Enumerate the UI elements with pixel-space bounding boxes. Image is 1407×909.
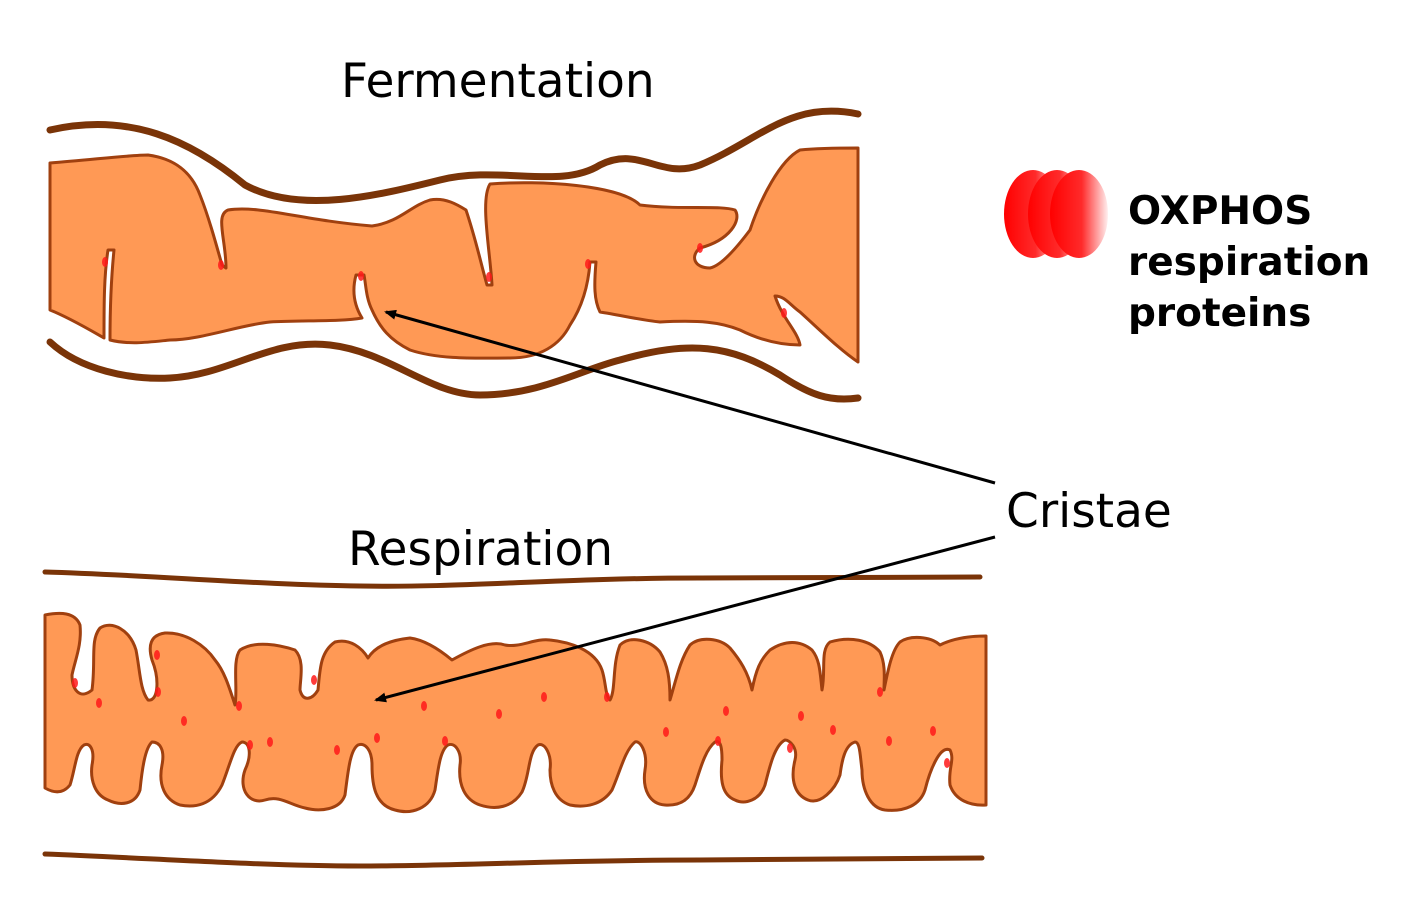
oxphos-protein bbox=[218, 260, 224, 270]
respiration-inner-membrane bbox=[43, 611, 988, 814]
oxphos-protein bbox=[72, 678, 78, 688]
oxphos-protein bbox=[930, 726, 936, 736]
cristae-label: Cristae bbox=[1006, 484, 1172, 539]
oxphos-protein bbox=[715, 736, 721, 746]
oxphos-protein bbox=[781, 308, 787, 318]
oxphos-protein bbox=[830, 725, 836, 735]
cristae-arrow-bottom bbox=[374, 535, 996, 703]
oxphos-protein bbox=[663, 727, 669, 737]
oxphos-protein bbox=[96, 698, 102, 708]
oxphos-protein bbox=[442, 736, 448, 746]
oxphos-protein bbox=[486, 272, 492, 282]
oxphos-protein bbox=[585, 259, 591, 269]
legend-line-2: respiration bbox=[1128, 240, 1371, 285]
oxphos-protein bbox=[886, 736, 892, 746]
oxphos-protein bbox=[877, 687, 883, 697]
respiration-oxphos-proteins bbox=[72, 650, 950, 768]
oxphos-protein bbox=[181, 716, 187, 726]
oxphos-protein bbox=[604, 692, 610, 702]
oxphos-protein bbox=[236, 701, 242, 711]
respiration-label: Respiration bbox=[348, 522, 613, 577]
oxphos-protein bbox=[154, 650, 160, 660]
oxphos-protein bbox=[311, 675, 317, 685]
fermentation-label: Fermentation bbox=[341, 54, 655, 109]
fermentation-outer-membrane-top bbox=[46, 107, 862, 205]
respiration-outer-membrane-bottom bbox=[42, 851, 985, 869]
oxphos-protein bbox=[247, 740, 253, 750]
oxphos-protein bbox=[358, 271, 364, 281]
oxphos-protein bbox=[496, 709, 502, 719]
fermentation-mitochondrion bbox=[46, 107, 862, 403]
oxphos-protein bbox=[798, 711, 804, 721]
oxphos-protein bbox=[267, 737, 273, 747]
oxphos-protein bbox=[334, 745, 340, 755]
cristae-arrow-top bbox=[384, 309, 996, 485]
fermentation-inner-membrane bbox=[48, 146, 860, 364]
oxphos-protein bbox=[787, 743, 793, 753]
oxphos-protein bbox=[944, 758, 950, 768]
oxphos-protein bbox=[155, 687, 161, 697]
fermentation-outer-membrane-bottom bbox=[46, 338, 862, 403]
legend-line-3: proteins bbox=[1128, 291, 1312, 336]
cristae-arrows bbox=[374, 309, 996, 703]
oxphos-protein bbox=[723, 706, 729, 716]
oxphos-protein bbox=[541, 692, 547, 702]
fermentation-oxphos-proteins bbox=[102, 243, 787, 318]
oxphos-protein bbox=[374, 733, 380, 743]
oxphos-protein bbox=[697, 243, 703, 253]
legend-line-1: OXPHOS bbox=[1128, 189, 1313, 234]
oxphos-protein bbox=[102, 257, 108, 267]
oxphos-protein-icon bbox=[1004, 170, 1108, 258]
oxphos-protein bbox=[421, 701, 427, 711]
